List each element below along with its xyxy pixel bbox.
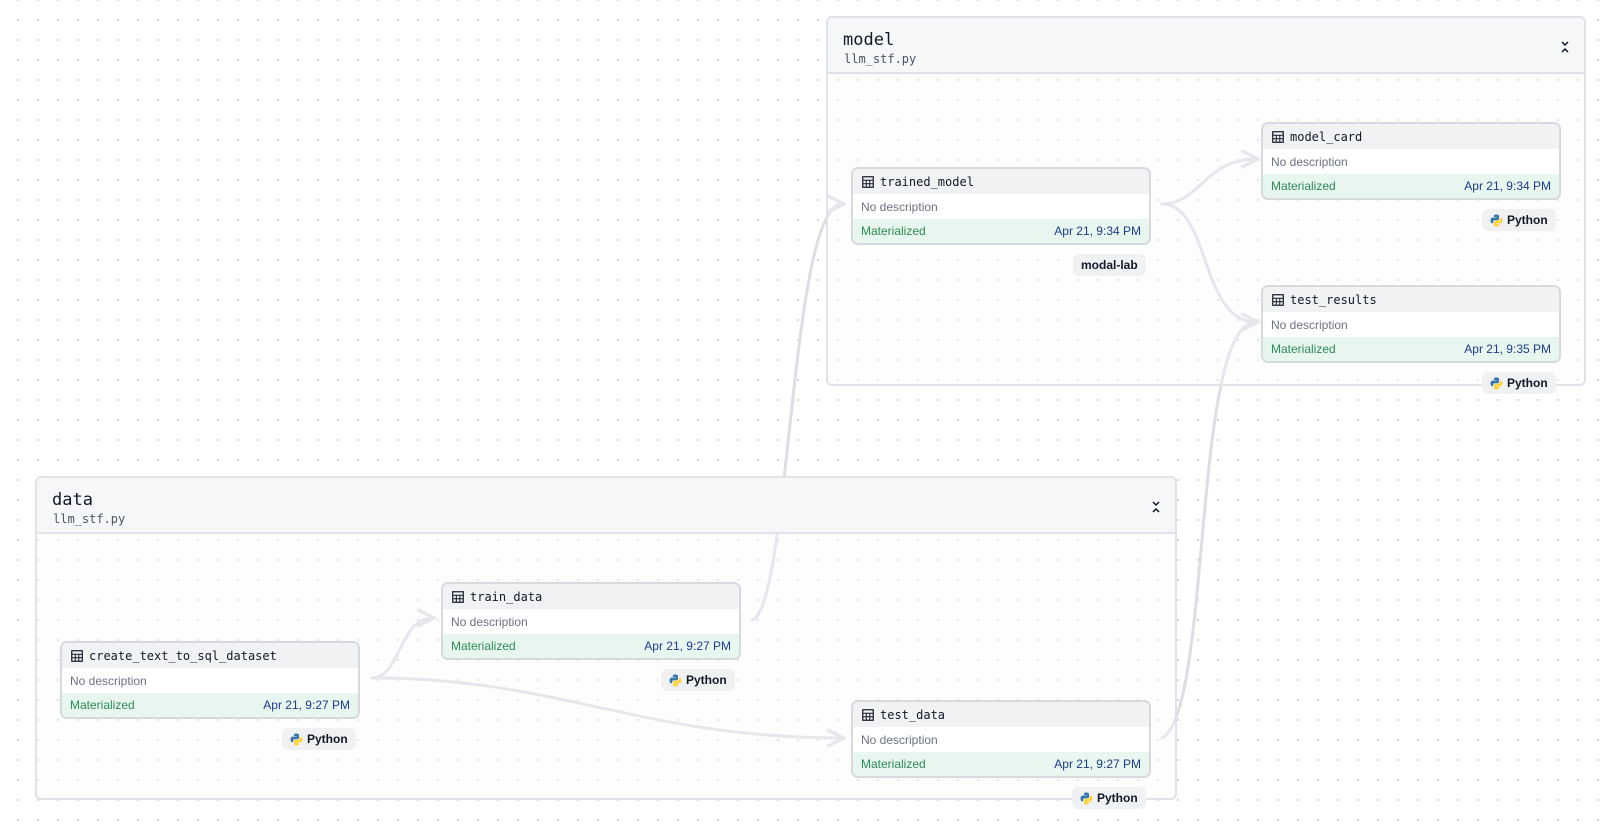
status-label: Materialized: [1271, 342, 1336, 356]
materialization-time[interactable]: Apr 21, 9:35 PM: [1464, 342, 1551, 356]
tag-python[interactable]: Python: [1482, 209, 1556, 231]
asset-status-row: Materialized Apr 21, 9:27 PM: [62, 693, 358, 717]
group-title: model: [843, 30, 895, 50]
group-header[interactable]: model llm_stf.py: [828, 18, 1584, 74]
asset-node-model-card[interactable]: model_card No description Materialized A…: [1261, 122, 1561, 200]
asset-node-train-data[interactable]: train_data No description Materialized A…: [441, 582, 741, 660]
asset-description: No description: [1271, 154, 1348, 169]
asset-node-test-data[interactable]: test_data No description Materialized Ap…: [851, 700, 1151, 778]
materialization-time[interactable]: Apr 21, 9:27 PM: [644, 639, 731, 653]
asset-status-row: Materialized Apr 21, 9:34 PM: [1263, 174, 1559, 198]
asset-name: create_text_to_sql_dataset: [89, 648, 277, 663]
group-file: llm_stf.py: [844, 52, 917, 66]
materialization-time[interactable]: Apr 21, 9:34 PM: [1464, 179, 1551, 193]
chevrons-collapse-icon[interactable]: [1556, 36, 1574, 58]
asset-status-row: Materialized Apr 21, 9:34 PM: [853, 219, 1149, 243]
materialization-time[interactable]: Apr 21, 9:27 PM: [263, 698, 350, 712]
tag-label: Python: [307, 732, 348, 746]
python-logo-icon: [290, 733, 303, 745]
asset-name: train_data: [470, 589, 543, 604]
asset-node-create-text-to-sql-dataset[interactable]: create_text_to_sql_dataset No descriptio…: [60, 641, 360, 719]
asset-node-test-results[interactable]: test_results No description Materialized…: [1261, 285, 1561, 363]
group-title: data: [52, 490, 93, 510]
asset-name: test_data: [880, 707, 946, 722]
table-icon: [1272, 130, 1284, 143]
python-logo-icon: [1490, 214, 1503, 226]
group-header[interactable]: data llm_stf.py: [37, 478, 1175, 534]
status-label: Materialized: [1271, 179, 1336, 193]
asset-name: trained_model: [880, 174, 974, 189]
status-label: Materialized: [861, 224, 926, 238]
tag-python[interactable]: Python: [282, 728, 356, 750]
status-label: Materialized: [451, 639, 516, 653]
tag-label: Python: [1507, 376, 1548, 390]
asset-status-row: Materialized Apr 21, 9:35 PM: [1263, 337, 1559, 361]
python-logo-icon: [1080, 792, 1093, 804]
asset-description: No description: [861, 199, 938, 214]
asset-description: No description: [70, 673, 147, 688]
asset-name: model_card: [1290, 129, 1363, 144]
tag-label: Python: [686, 673, 727, 687]
asset-description: No description: [451, 614, 528, 629]
tag-label: modal-lab: [1081, 258, 1138, 272]
tag-python[interactable]: Python: [661, 669, 735, 691]
tag-python[interactable]: Python: [1072, 787, 1146, 809]
asset-description: No description: [861, 732, 938, 747]
status-label: Materialized: [70, 698, 135, 712]
asset-status-row: Materialized Apr 21, 9:27 PM: [853, 752, 1149, 776]
asset-node-trained-model[interactable]: trained_model No description Materialize…: [851, 167, 1151, 245]
materialization-time[interactable]: Apr 21, 9:27 PM: [1054, 757, 1141, 771]
tag-label: Python: [1507, 213, 1548, 227]
group-file: llm_stf.py: [53, 512, 126, 526]
chevrons-collapse-icon[interactable]: [1147, 496, 1165, 518]
tag-label: Python: [1097, 791, 1138, 805]
table-icon: [1272, 293, 1284, 306]
table-icon: [452, 590, 464, 603]
materialization-time[interactable]: Apr 21, 9:34 PM: [1054, 224, 1141, 238]
table-icon: [862, 708, 874, 721]
status-label: Materialized: [861, 757, 926, 771]
asset-status-row: Materialized Apr 21, 9:27 PM: [443, 634, 739, 658]
python-logo-icon: [1490, 377, 1503, 389]
table-icon: [862, 175, 874, 188]
table-icon: [71, 649, 83, 662]
asset-description: No description: [1271, 317, 1348, 332]
tag-modal-lab[interactable]: modal-lab: [1073, 254, 1146, 276]
python-logo-icon: [669, 674, 682, 686]
tag-python[interactable]: Python: [1482, 372, 1556, 394]
asset-name: test_results: [1290, 292, 1377, 307]
